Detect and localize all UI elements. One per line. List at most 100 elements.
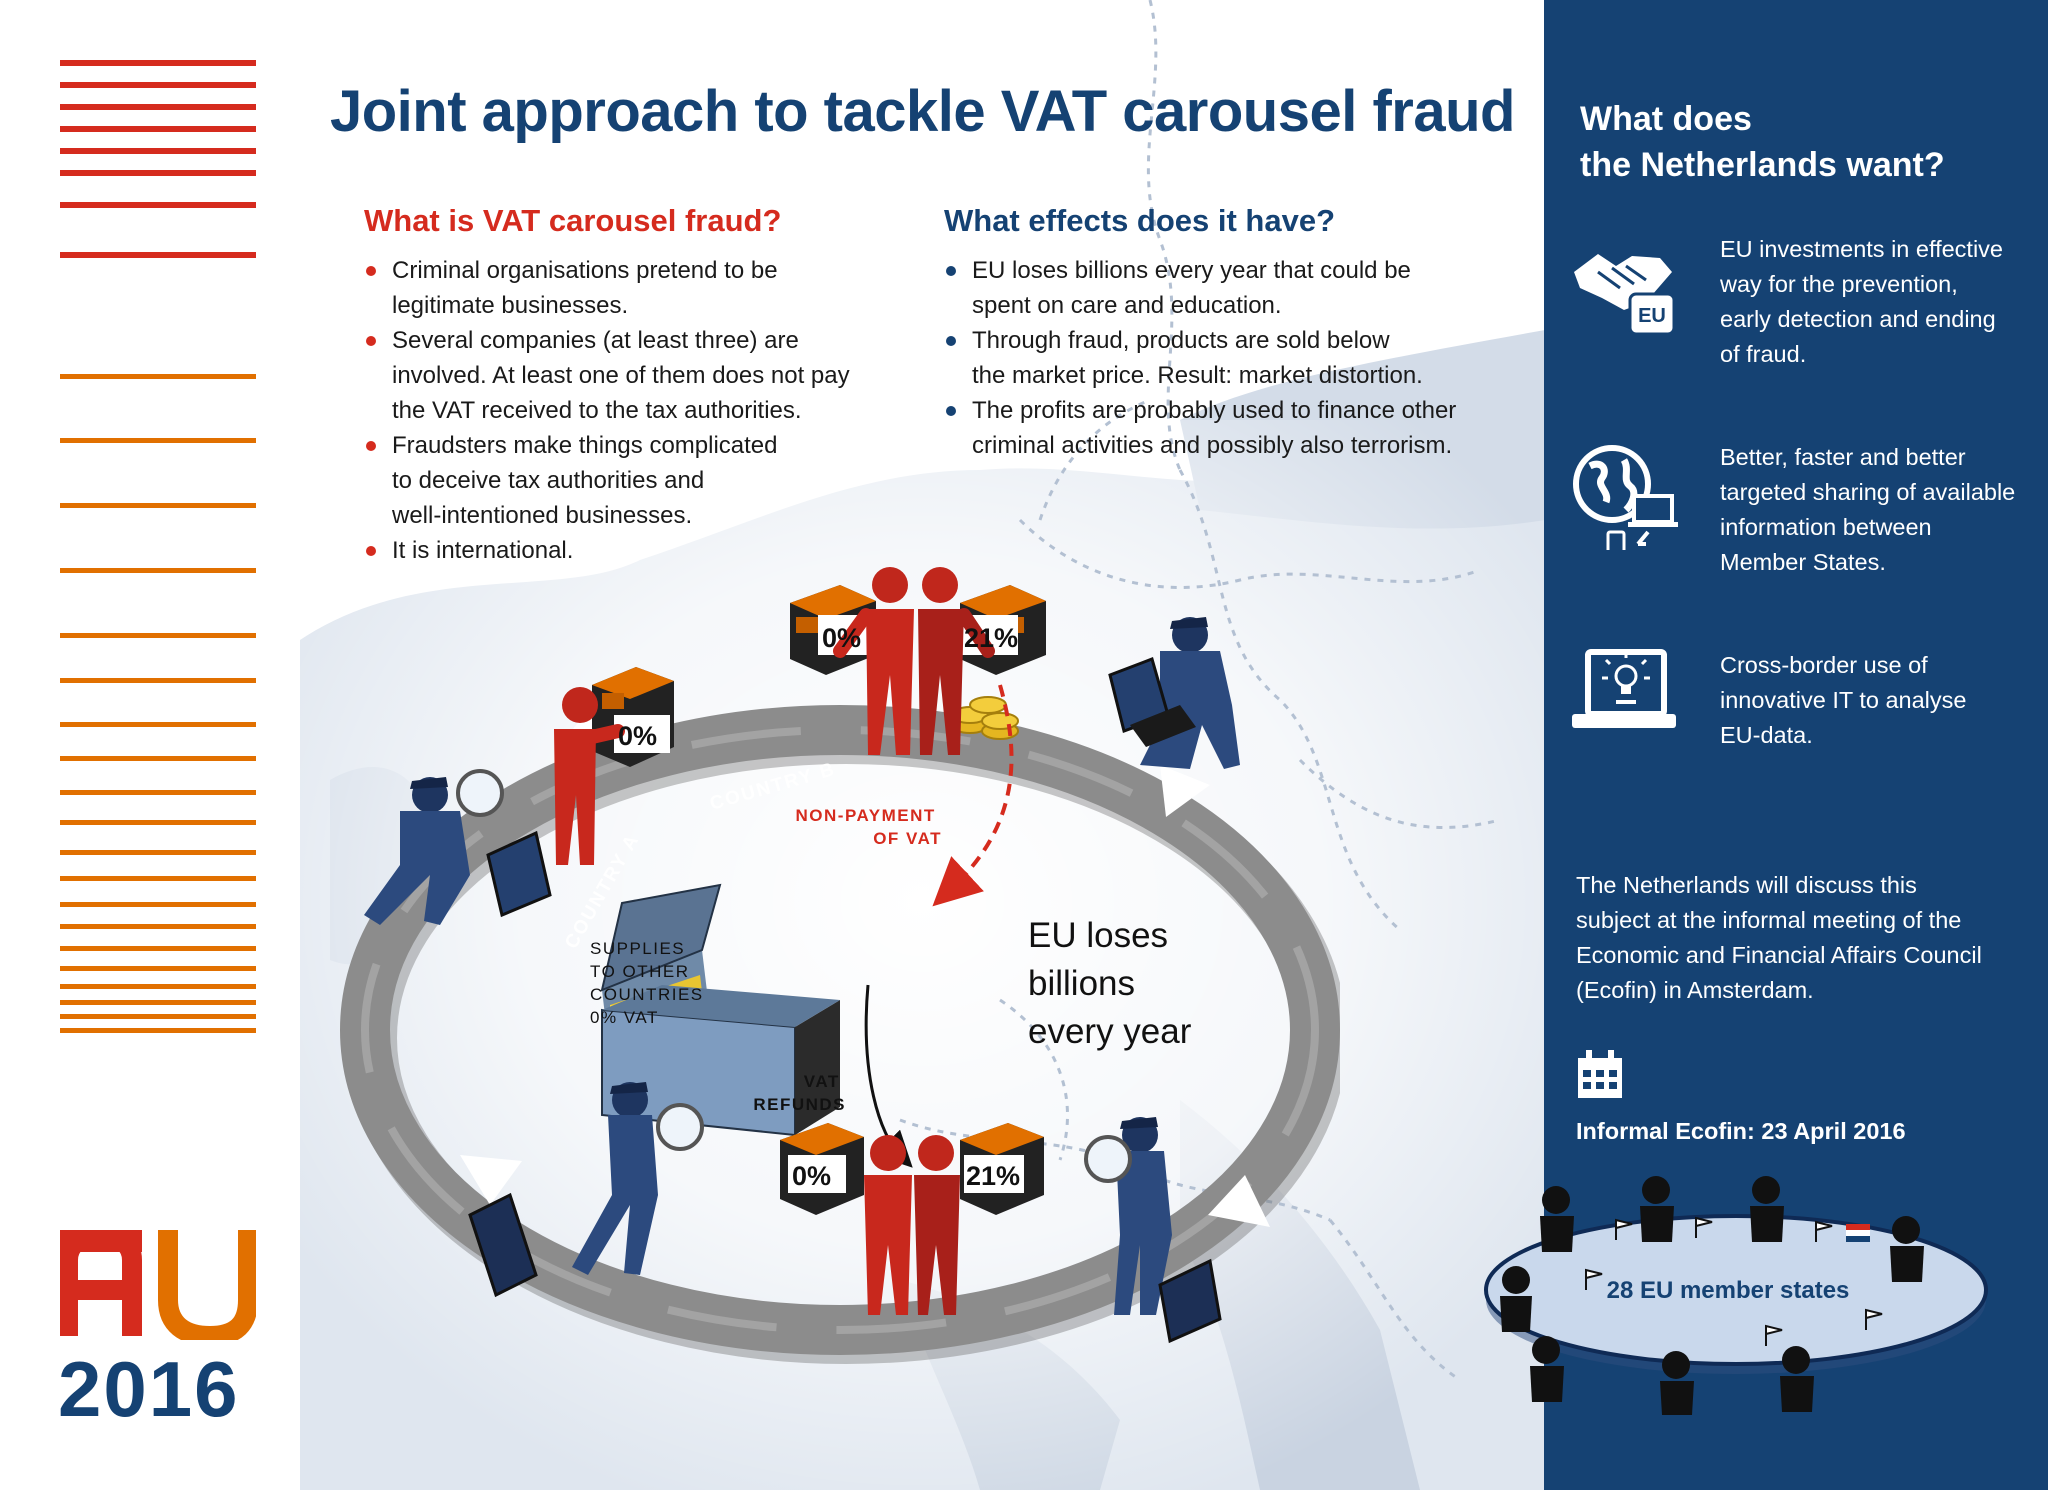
bullet-item: It is international. xyxy=(364,533,904,568)
page-title: Joint approach to tackle VAT carousel fr… xyxy=(330,79,1515,144)
calendar-icon xyxy=(1578,1050,1622,1098)
supplies-label: SUPPLIES TO OTHER COUNTRIES 0% VAT xyxy=(590,939,710,1027)
bullet-line: criminal activities and possibly also te… xyxy=(972,432,1453,459)
bullet-line: legitimate businesses. xyxy=(392,292,629,319)
bullet-line: to deceive tax authorities and xyxy=(392,467,705,494)
inspector-left xyxy=(364,769,552,925)
box-label-bottom-left: 0% xyxy=(792,1161,831,1191)
bullet-dot xyxy=(946,406,956,416)
bullet-item: Fraudsters make things complicated to dec… xyxy=(364,428,904,533)
want-line: targeted sharing of available xyxy=(1720,479,2016,505)
stripe xyxy=(60,126,256,132)
nonpayment-label: NON-PAYMENT OF VAT xyxy=(796,806,942,848)
bullet-line: Criminal organisations pretend to be xyxy=(392,257,778,284)
want-line: EU investments in effective xyxy=(1720,236,2003,262)
effects-section: What effects does it have? EU loses bill… xyxy=(944,203,1504,463)
want-text: Cross-border use of innovative IT to ana… xyxy=(1720,648,2040,753)
bullet-item: EU loses billions every year that could … xyxy=(944,253,1504,323)
panel-heading: What does the Netherlands want? xyxy=(1580,96,2020,188)
stripe xyxy=(60,503,256,508)
panel-heading-line: What does xyxy=(1580,100,1752,138)
stripe xyxy=(60,438,256,443)
stripe xyxy=(60,1028,256,1033)
want-line: innovative IT to analyse xyxy=(1720,687,1967,713)
stripe xyxy=(60,820,256,825)
meeting-table-illustration: 28 EU member states xyxy=(1484,1176,1988,1415)
refund-arrow xyxy=(864,984,913,1168)
stripe xyxy=(60,722,256,727)
want-line: way for the prevention, xyxy=(1720,271,1958,297)
stripe xyxy=(60,633,256,638)
bullet-dot xyxy=(366,441,376,451)
stripe xyxy=(60,876,256,881)
bullet-line: well-intentioned businesses. xyxy=(392,502,693,529)
want-item-investments: EU EU investments in effective way for t… xyxy=(1568,232,2028,382)
bullet-dot xyxy=(946,336,956,346)
bullet-line: EU loses billions every year that could … xyxy=(972,257,1411,284)
bullet-dot xyxy=(366,336,376,346)
want-text: EU investments in effective way for the … xyxy=(1720,232,2040,372)
discuss-line: (Ecofin) in Amsterdam. xyxy=(1576,977,1814,1003)
ecofin-date: Informal Ecofin: 23 April 2016 xyxy=(1576,1118,1906,1144)
bullet-line: the market price. Result: market distort… xyxy=(972,362,1423,389)
treasure-chest xyxy=(600,883,840,1137)
bullet-item: Criminal organisations pretend to be legi… xyxy=(364,253,904,323)
want-line: of fraud. xyxy=(1720,341,1807,367)
stripe xyxy=(60,104,256,110)
stripe xyxy=(60,902,256,907)
bullet-line: Several companies (at least three) are xyxy=(392,327,799,354)
netherlands-flag-icon xyxy=(1846,1224,1870,1242)
discuss-text: The Netherlands will discuss this subjec… xyxy=(1576,868,2026,1008)
handshake-eu-icon: EU xyxy=(1574,254,1676,336)
bullet-line: Fraudsters make things complicated xyxy=(392,432,778,459)
fraudster-pair-top xyxy=(790,567,1046,755)
bullet-line: involved. At least one of them does not … xyxy=(392,362,850,389)
stripe xyxy=(60,202,256,208)
want-line: EU-data. xyxy=(1720,722,1813,748)
stripe xyxy=(60,60,256,66)
what-is-heading: What is VAT carousel fraud? xyxy=(364,203,782,238)
want-line: information between xyxy=(1720,514,1932,540)
discuss-line: The Netherlands will discuss this xyxy=(1576,872,1917,898)
inspector-bottom-left xyxy=(468,1082,704,1298)
box-label-left: 0% xyxy=(618,721,657,751)
member-states-label: 28 EU member states xyxy=(1607,1277,1850,1304)
stripe xyxy=(60,82,256,88)
stripe xyxy=(60,374,256,379)
laptop-bulb-icon xyxy=(1572,649,1676,728)
want-text: Better, faster and better targeted shari… xyxy=(1720,440,2040,580)
stripe xyxy=(60,170,256,176)
fraudster-left xyxy=(554,667,674,865)
stripe xyxy=(60,252,256,258)
discuss-line: subject at the informal meeting of the xyxy=(1576,907,1962,933)
box-label-top-right: 21% xyxy=(964,623,1018,653)
want-item-sharing: Better, faster and better targeted shari… xyxy=(1568,440,2028,590)
bullet-item: Several companies (at least three) are in… xyxy=(364,323,904,428)
want-line: early detection and ending xyxy=(1720,306,1996,332)
bullet-dot xyxy=(366,266,376,276)
bullet-line: the VAT received to the tax authorities. xyxy=(392,397,802,424)
inspector-top-right xyxy=(1108,617,1240,769)
carousel-ring xyxy=(340,693,1340,1364)
eu-loses-label: EU loses billions every year xyxy=(1028,916,1192,1051)
box-label-bottom-right: 21% xyxy=(966,1161,1020,1191)
effects-heading: What effects does it have? xyxy=(944,203,1336,238)
bullet-line: Through fraud, products are sold below xyxy=(972,327,1390,354)
effects-list: EU loses billions every year that could … xyxy=(944,253,1504,463)
stripe xyxy=(60,568,256,573)
carousel-diagram: COUNTRY A COUNTRY B NON-PAYMENT OF VAT xyxy=(340,567,1340,1364)
discuss-line: Economic and Financial Affairs Council xyxy=(1576,942,1982,968)
want-item-it: Cross-border use of innovative IT to ana… xyxy=(1568,648,2028,798)
panel-heading-line: the Netherlands want? xyxy=(1580,146,1945,184)
want-line: Better, faster and better xyxy=(1720,444,1966,470)
stripe xyxy=(60,966,256,971)
bullet-line: spent on care and education. xyxy=(972,292,1282,319)
svg-text:EU: EU xyxy=(1638,305,1666,327)
stripe xyxy=(60,984,256,989)
stripe xyxy=(60,1000,256,1005)
fraudster-pair-bottom xyxy=(780,1123,1044,1315)
stripe xyxy=(60,946,256,951)
box-label-top-left: 0% xyxy=(822,623,861,653)
bullet-line: The profits are probably used to finance… xyxy=(972,397,1457,424)
